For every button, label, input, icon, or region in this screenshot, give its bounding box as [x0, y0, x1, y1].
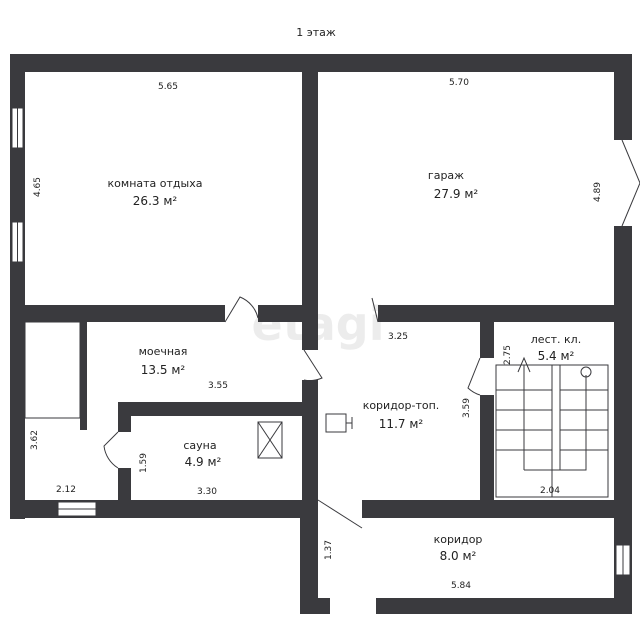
wall-stair-left-top [480, 322, 494, 358]
garage-gate-door [621, 139, 640, 227]
garage-width: 5.70 [449, 78, 469, 88]
washroom-width: 3.55 [208, 381, 228, 391]
closet-box [24, 321, 81, 419]
door-washroom [303, 349, 323, 382]
wall-sauna-left-bottom [118, 468, 131, 518]
sauna-stove [257, 421, 283, 459]
corridor-width: 5.84 [451, 581, 471, 591]
stair-height: 2.75 [503, 345, 513, 365]
stair-area: 5.4 м² [538, 349, 575, 363]
sauna-width: 3.30 [197, 487, 217, 497]
washroom-name: моечная [139, 345, 188, 358]
corridor-top-height: 3.59 [462, 398, 472, 418]
corridor-top-name: коридор-топ. [363, 399, 440, 412]
fixtures [24, 321, 609, 498]
lounge-width: 5.65 [158, 82, 178, 92]
corridor-area: 8.0 м² [440, 549, 477, 563]
lounge-name: комната отдыха [108, 177, 203, 190]
wall-closet-right [80, 322, 87, 430]
lounge-height: 4.65 [33, 177, 43, 197]
garage-name: гараж [428, 169, 464, 182]
corridor-name: коридор [434, 533, 483, 546]
doors [103, 139, 640, 614]
door-stair [467, 357, 481, 396]
staircase [495, 356, 609, 498]
wall-right-middle [614, 318, 632, 518]
wall-above-sauna [118, 402, 318, 416]
wall-under-lounge-b [258, 305, 318, 322]
wall-left [10, 54, 25, 519]
corridor-exit-opening [330, 598, 376, 614]
stair-width: 2.04 [540, 486, 560, 496]
stair-name: лест. кл. [531, 333, 581, 346]
garage-area: 27.9 м² [434, 187, 479, 201]
washroom-area: 13.5 м² [141, 363, 186, 377]
door-lounge [224, 296, 259, 323]
sauna-area: 4.9 м² [185, 455, 222, 469]
wall-bottom-corridor [300, 598, 632, 614]
corridor-top-width: 3.25 [388, 332, 408, 342]
wall-stair-left-bottom [480, 395, 494, 518]
wall-top [10, 54, 632, 72]
windows [11, 107, 631, 576]
sauna-name: сауна [183, 439, 216, 452]
wall-above-corridor [362, 500, 632, 518]
door-corridor [317, 499, 363, 529]
garage-height: 4.89 [593, 182, 603, 202]
wall-under-garage [378, 305, 632, 322]
wall-bottom-left [10, 500, 300, 518]
door-garage [371, 297, 379, 323]
wall-corridor-left [300, 500, 318, 614]
garage-gate-opening [614, 140, 632, 226]
closet-width: 2.12 [56, 485, 76, 495]
boiler [325, 413, 347, 433]
floor-title: 1 этаж [296, 26, 336, 39]
wall-under-lounge-a [10, 305, 225, 322]
corridor-height: 1.37 [324, 540, 334, 560]
wall-divider-lounge-garage [302, 54, 318, 350]
lounge-area: 26.3 м² [133, 194, 178, 208]
wall-sauna-left-top [118, 402, 131, 432]
sauna-height: 1.59 [139, 453, 149, 473]
corridor-top-area: 11.7 м² [379, 417, 424, 431]
closet-height: 3.62 [30, 430, 40, 450]
door-sauna [103, 431, 119, 469]
wall-washroom-corridor [302, 380, 318, 518]
